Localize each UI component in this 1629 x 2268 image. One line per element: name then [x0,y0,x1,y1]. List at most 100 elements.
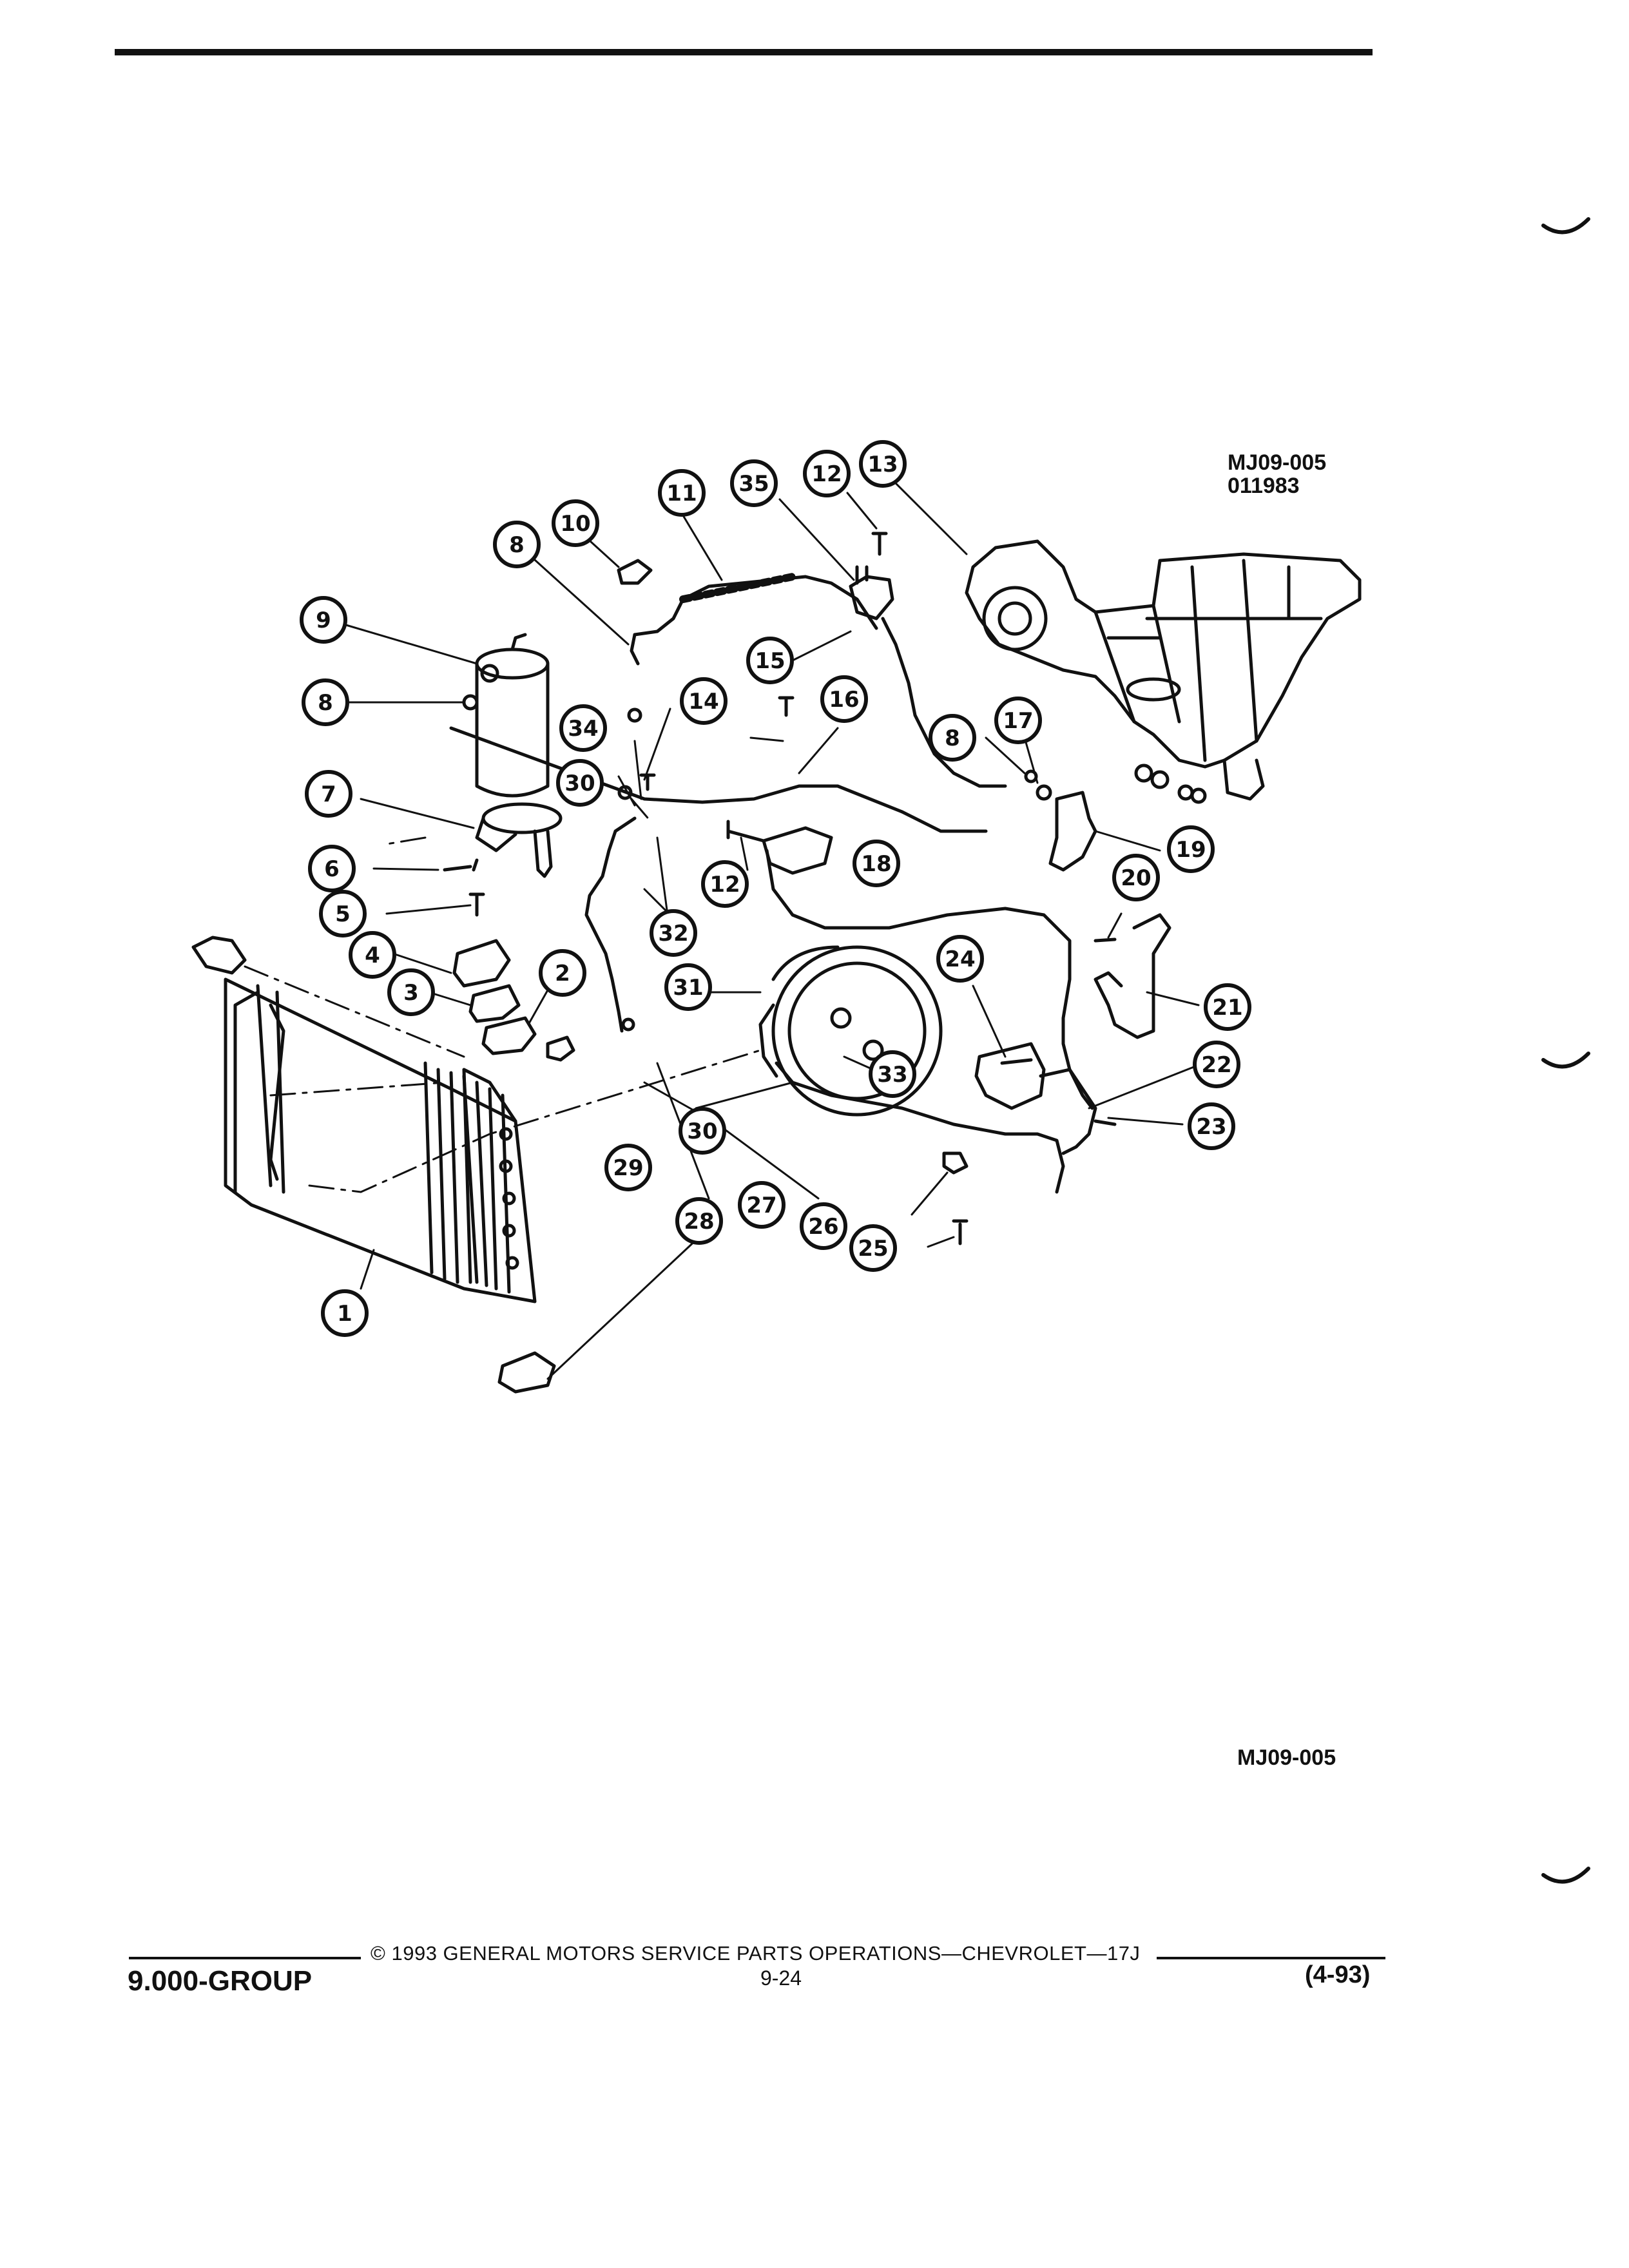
evaporator-housing [965,539,1362,804]
footer-rule-left [129,1957,361,1959]
callout-label: 12 [709,872,740,898]
callout-13: 13 [859,440,907,488]
callout-label: 4 [365,943,380,968]
expansion-fitting [1048,791,1097,872]
footer-page-number: 9-24 [760,1966,802,1990]
mount-bracket [1094,913,1171,1039]
callout-label: 24 [945,947,975,972]
callout-label: 33 [877,1062,907,1088]
callout-label: 8 [509,532,525,558]
condenser-upper-bracket [191,936,247,975]
accumulator-drier [475,633,550,798]
margin-mark-top [1541,217,1590,235]
callout-21: 21 [1204,983,1251,1031]
reference-number: 011983 [1228,474,1300,498]
callout-label: 17 [1003,708,1033,734]
compressor-suction-line [584,816,637,1033]
callout-26: 26 [800,1202,847,1250]
footer-date: (4-93) [1305,1961,1371,1988]
callout-label: 22 [1201,1052,1231,1078]
callout-7: 7 [305,770,352,818]
margin-mark-middle [1541,1052,1590,1069]
callout-8: 8 [302,678,349,726]
callout-10: 10 [552,499,599,547]
callout-label: 23 [1196,1114,1226,1140]
callout-label: 3 [403,980,419,1006]
liquid-line [881,617,1007,788]
valve-fitting [849,565,894,620]
callout-label: 12 [811,461,842,487]
accumulator-bracket [475,802,563,878]
callout-8-right: 8 [929,714,976,762]
callout-label: 9 [316,608,331,633]
insulator-lower [481,1016,537,1055]
copyright-text: 1993 GENERAL MOTORS SERVICE PARTS OPERAT… [391,1942,1141,1965]
callout-23: 23 [1188,1102,1235,1150]
callout-30: 30 [679,1107,726,1155]
callout-label: 8 [945,726,960,751]
callout-20: 20 [1112,854,1160,901]
callout-2: 2 [539,949,586,997]
callout-label: 30 [687,1119,717,1144]
clip-29 [546,1035,575,1062]
callout-label: 20 [1121,865,1151,891]
diagram-reference-top: MJ09-005 011983 [1228,451,1326,497]
condenser-inlet-line [775,1061,1065,1194]
callout-32: 32 [650,909,697,957]
muffler-block [974,1042,1097,1155]
callout-label: 29 [613,1155,643,1181]
copyright-symbol: © [371,1942,386,1965]
callout-35: 35 [730,459,778,507]
callout-label: 26 [808,1214,838,1240]
diagram-reference-bottom: MJ09-005 [1237,1745,1336,1770]
callout-34: 34 [559,704,607,752]
callout-label: 35 [738,471,769,497]
callout-14: 14 [680,677,728,725]
condenser-lower-bracket [497,1351,556,1394]
suction-hose [630,573,878,666]
callout-label: 14 [688,689,718,715]
callout-29: 29 [604,1144,652,1191]
callout-label: 31 [673,975,703,1001]
clip-part [617,559,653,585]
footer-group: 9.000-GROUP [128,1965,313,1997]
insulator-upper [452,939,511,988]
callout-8-upper: 8 [493,521,541,568]
callout-label: 34 [568,716,598,742]
callout-11: 11 [658,469,706,517]
callout-label: 16 [829,687,859,713]
callout-6: 6 [308,845,356,892]
callout-label: 1 [337,1301,352,1327]
callout-4: 4 [349,931,396,979]
callout-label: 25 [858,1236,888,1262]
margin-mark-bottom [1541,1867,1590,1884]
callout-25: 25 [849,1224,897,1272]
discharge-hose [765,849,1094,1110]
callout-22: 22 [1193,1041,1240,1088]
callout-9: 9 [300,596,347,644]
callout-label: 11 [666,481,697,506]
callout-30-upper: 30 [556,759,604,807]
callout-label: 7 [321,782,336,807]
callout-label: 30 [564,771,595,796]
callout-17: 17 [994,697,1042,744]
callout-3: 3 [387,968,435,1016]
callout-24: 24 [936,935,984,983]
callout-label: 32 [658,921,688,947]
callout-27: 27 [738,1181,786,1229]
callout-5: 5 [319,890,367,937]
header-rule [115,49,1373,55]
callout-1: 1 [321,1289,369,1337]
callout-label: 2 [555,961,570,986]
callout-label: 19 [1175,837,1206,863]
clamp-bolt [952,1219,969,1245]
callout-15: 15 [746,637,794,684]
reference-code: MJ09-005 [1228,450,1327,475]
callout-33: 33 [869,1050,916,1098]
reference-lines [244,798,762,1193]
footer-rule-right [1157,1957,1385,1959]
callout-31: 31 [664,963,712,1011]
